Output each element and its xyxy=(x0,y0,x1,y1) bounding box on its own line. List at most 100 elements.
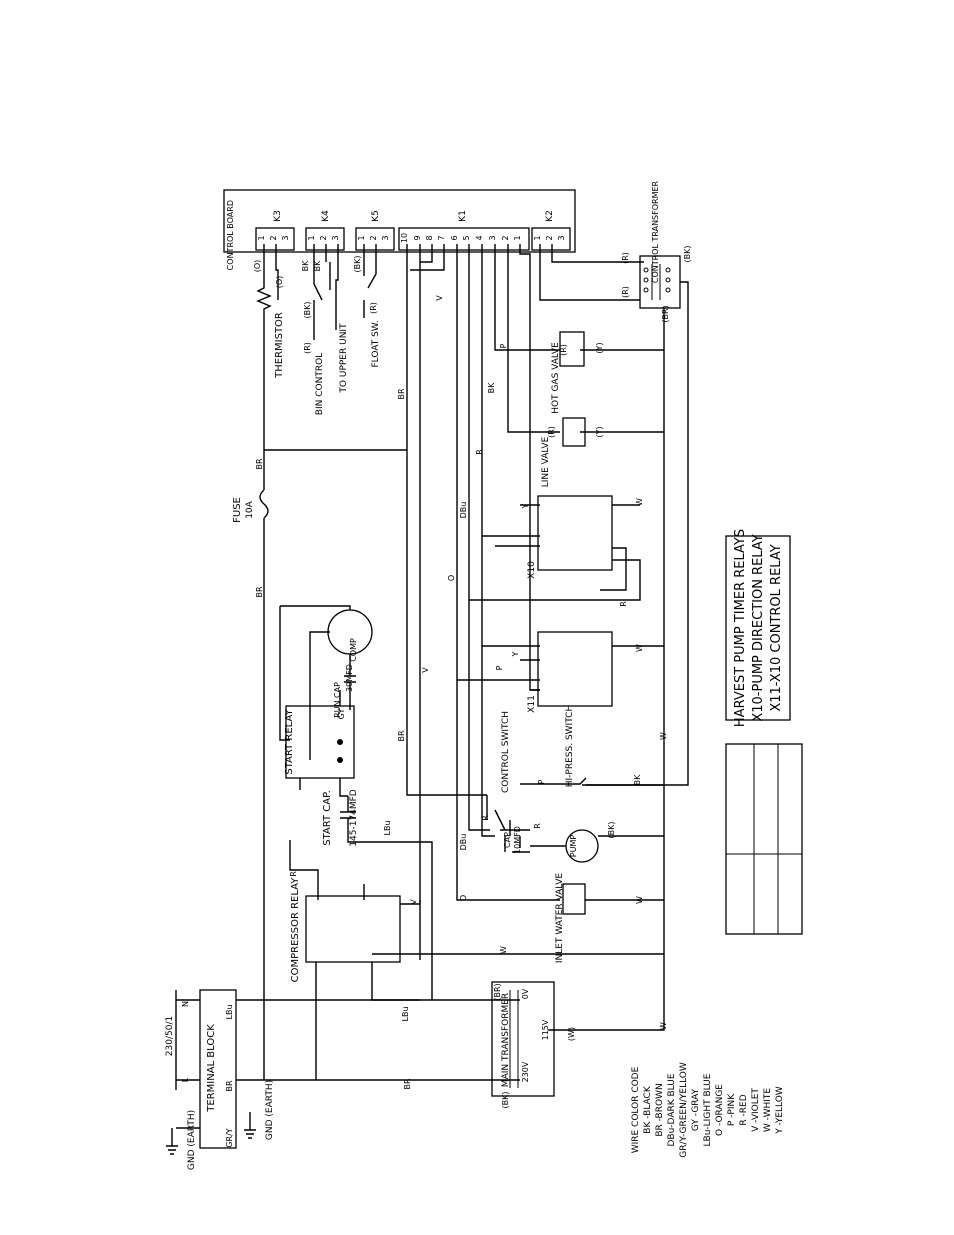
run-cap-label: RUN CAP xyxy=(333,682,342,718)
k5-pins: 1 2 3 xyxy=(357,235,390,240)
svg-text:2: 2 xyxy=(319,235,328,240)
svg-text:W: W xyxy=(635,896,644,904)
svg-text:O: O xyxy=(447,575,456,581)
svg-text:1: 1 xyxy=(533,235,542,240)
n-label: N xyxy=(181,1001,190,1007)
svg-text:DBu: DBu xyxy=(459,834,468,851)
legend-line-1: HARVEST PUMP TIMER RELAYS xyxy=(733,529,748,727)
hot-gas-valve-label: HOT GAS VALVE xyxy=(551,342,561,414)
svg-text:1: 1 xyxy=(357,235,366,240)
svg-text:GR/Y-GREEN/YELLOW: GR/Y-GREEN/YELLOW xyxy=(679,1062,689,1158)
tf-115v: 115V xyxy=(541,1019,550,1040)
k4-label: K4 xyxy=(321,210,331,222)
svg-text:3: 3 xyxy=(281,235,290,240)
tf-230v: 230V xyxy=(521,1061,530,1082)
svg-text:(BK): (BK) xyxy=(683,246,692,263)
svg-text:1: 1 xyxy=(513,235,522,240)
comp-label: COMP xyxy=(349,638,358,662)
svg-text:Y: Y xyxy=(521,503,530,509)
svg-text:W: W xyxy=(635,498,644,506)
start-cap-value: 145-174MFD xyxy=(349,789,359,847)
svg-text:(BK): (BK) xyxy=(607,822,616,839)
svg-text:BR -BROWN: BR -BROWN xyxy=(655,1083,665,1136)
svg-text:2: 2 xyxy=(545,235,554,240)
svg-text:P: P xyxy=(499,343,508,348)
x10-label: X10 xyxy=(527,561,537,579)
svg-text:8: 8 xyxy=(425,235,434,240)
svg-text:(Y): (Y) xyxy=(595,342,604,353)
svg-text:1: 1 xyxy=(257,235,266,240)
svg-text:BR: BR xyxy=(255,458,264,469)
svg-text:BK: BK xyxy=(301,260,310,271)
k1-pins: 10 9 8 7 6 5 4 3 2 1 xyxy=(400,233,522,243)
wire-tags: (O) (O) BK BK (BK) (R) (BK) (R) (R) (R) … xyxy=(225,246,692,1148)
svg-text:R: R xyxy=(289,871,298,877)
svg-text:V: V xyxy=(421,667,430,673)
svg-text:GY: GY xyxy=(337,709,346,720)
svg-text:(R): (R) xyxy=(547,426,556,438)
svg-text:(W): (W) xyxy=(567,1027,576,1041)
svg-text:R -RED: R -RED xyxy=(739,1094,749,1125)
main-transformer-label: MAIN TRANSFORMER xyxy=(501,993,511,1087)
terminal-block-label: TERMINAL BLOCK xyxy=(206,1024,217,1113)
control-switch-label: CONTROL SWITCH xyxy=(501,711,511,793)
svg-text:LBu: LBu xyxy=(383,820,392,835)
svg-text:(R): (R) xyxy=(621,286,630,298)
board-title: CONTROL BOARD xyxy=(226,200,235,270)
line-valve-label: LINE VALVE xyxy=(541,436,551,487)
svg-text:Y: Y xyxy=(511,651,520,657)
svg-text:10: 10 xyxy=(400,233,409,243)
svg-text:(BK): (BK) xyxy=(353,256,362,273)
svg-text:W: W xyxy=(659,1022,668,1030)
svg-text:4: 4 xyxy=(475,235,484,240)
svg-text:(BR): (BR) xyxy=(661,305,670,322)
svg-text:R: R xyxy=(481,815,490,821)
l-label: L xyxy=(181,1077,190,1082)
svg-text:3: 3 xyxy=(381,235,390,240)
k3-label: K3 xyxy=(273,210,283,222)
svg-text:R: R xyxy=(619,601,628,607)
tf-0v: 0V xyxy=(521,988,530,999)
svg-text:(O): (O) xyxy=(275,276,284,289)
svg-text:BK -BLACK: BK -BLACK xyxy=(643,1085,653,1134)
svg-text:LBu: LBu xyxy=(225,1004,234,1019)
wires xyxy=(166,244,689,1155)
svg-text:P: P xyxy=(495,665,504,670)
svg-text:6: 6 xyxy=(450,235,459,240)
svg-text:1: 1 xyxy=(307,235,316,240)
svg-text:V: V xyxy=(435,295,444,301)
svg-text:(R): (R) xyxy=(621,252,630,264)
svg-text:W -WHITE: W -WHITE xyxy=(763,1088,773,1132)
svg-text:LBu: LBu xyxy=(401,1006,410,1021)
svg-text:BK: BK xyxy=(313,260,322,271)
control-board: CONTROL BOARD K3 K4 K5 K1 K2 1 2 3 1 2 3… xyxy=(223,189,576,270)
compressor-relay-label: COMPRESSOR RELAY xyxy=(290,877,301,983)
svg-text:W: W xyxy=(659,732,668,740)
svg-text:(R): (R) xyxy=(559,344,568,356)
svg-text:LBu-LIGHT BLUE: LBu-LIGHT BLUE xyxy=(703,1073,713,1146)
svg-text:3: 3 xyxy=(557,235,566,240)
start-cap-label: START CAP. xyxy=(322,790,333,846)
svg-text:BR: BR xyxy=(255,586,264,597)
svg-text:2: 2 xyxy=(501,235,510,240)
svg-text:P: P xyxy=(537,779,546,784)
svg-text:9: 9 xyxy=(413,235,422,240)
svg-text:W: W xyxy=(635,644,644,652)
k1-label: K1 xyxy=(458,210,468,222)
k2-label: K2 xyxy=(545,210,555,222)
svg-text:BR: BR xyxy=(397,730,406,741)
upper-unit-label: TO UPPER UNIT xyxy=(339,323,349,394)
legend-line-2: X10-PUMP DIRECTION RELAY xyxy=(751,534,766,721)
svg-text:(R): (R) xyxy=(303,342,312,354)
start-relay-label: START RELAY xyxy=(284,708,295,774)
supply-label: 230/50/1 xyxy=(165,1016,175,1056)
svg-text:2: 2 xyxy=(369,235,378,240)
pump-cap-label: CAP xyxy=(503,832,512,848)
svg-text:(BK): (BK) xyxy=(303,302,312,319)
svg-text:BR: BR xyxy=(225,1080,234,1091)
svg-text:5: 5 xyxy=(462,235,471,240)
gnd-earth-label: GND (EARTH) xyxy=(265,1080,275,1140)
k5-label: K5 xyxy=(371,210,381,222)
svg-text:3: 3 xyxy=(331,235,340,240)
